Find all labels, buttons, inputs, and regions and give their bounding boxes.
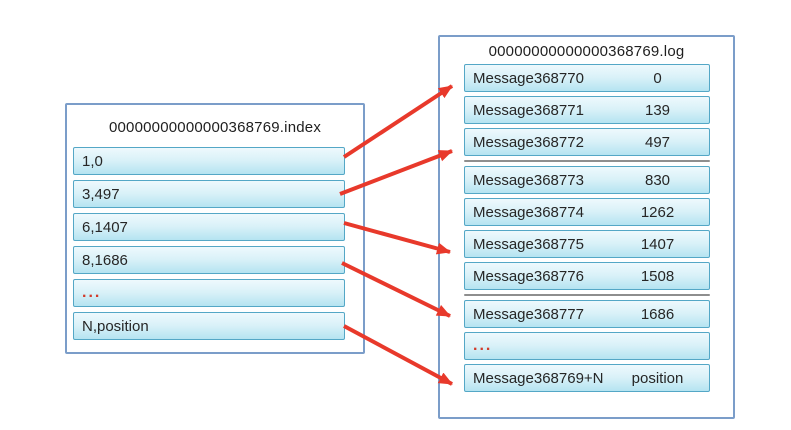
index-file-box: 00000000000000368769.index 1,0 3,497 6,1…: [65, 103, 365, 354]
segment-divider: [464, 294, 710, 296]
log-message: Message368775: [473, 235, 584, 253]
log-message: Message368770: [473, 69, 584, 87]
log-position: position: [631, 369, 684, 387]
segment-divider: [464, 160, 710, 162]
log-position: 497: [644, 133, 671, 151]
log-row: Message368769+N position: [464, 364, 710, 392]
log-position: 1407: [640, 235, 675, 253]
ellipsis-text: ...: [82, 284, 102, 301]
log-row: Message368770 0: [464, 64, 710, 92]
log-message: Message368769+N: [473, 369, 604, 387]
log-row: Message368772 497: [464, 128, 710, 156]
index-file-title: 00000000000000368769.index: [108, 119, 322, 136]
log-message: Message368777: [473, 305, 584, 323]
log-row: Message368773 830: [464, 166, 710, 194]
index-entry-text: 1,0: [82, 152, 103, 170]
index-entry-text: 6,1407: [82, 218, 128, 236]
index-entry: 3,497: [73, 180, 345, 208]
log-row: Message368774 1262: [464, 198, 710, 226]
index-entry: N,position: [73, 312, 345, 340]
log-row-ellipsis: ...: [464, 332, 710, 360]
index-entry-text: N,position: [82, 317, 149, 335]
index-entry: 8,1686: [73, 246, 345, 274]
log-message: Message368771: [473, 101, 584, 119]
log-message: Message368773: [473, 171, 584, 189]
log-position: 1508: [640, 267, 675, 285]
log-row: Message368771 139: [464, 96, 710, 124]
log-position: 0: [653, 69, 662, 87]
log-position: 139: [644, 101, 671, 119]
log-row: Message368775 1407: [464, 230, 710, 258]
log-position: 1262: [640, 203, 675, 221]
index-entries-list: 1,0 3,497 6,1407 8,1686 ... N,position: [73, 147, 345, 340]
log-position: 1686: [640, 305, 675, 323]
index-entry-text: 8,1686: [82, 251, 128, 269]
log-message: Message368772: [473, 133, 584, 151]
log-row: Message368776 1508: [464, 262, 710, 290]
log-message: Message368774: [473, 203, 584, 221]
log-row: Message368777 1686: [464, 300, 710, 328]
log-entries-list: Message368770 0 Message368771 139 Messag…: [464, 64, 710, 392]
index-entry: 1,0: [73, 147, 345, 175]
log-message: Message368776: [473, 267, 584, 285]
log-position: 830: [644, 171, 671, 189]
log-file-box: 00000000000000368769.log Message368770 0…: [438, 35, 735, 419]
index-entry-ellipsis: ...: [73, 279, 345, 307]
log-file-title: 00000000000000368769.log: [488, 43, 685, 60]
ellipsis-text: ...: [473, 337, 493, 354]
index-entry: 6,1407: [73, 213, 345, 241]
index-entry-text: 3,497: [82, 185, 120, 203]
